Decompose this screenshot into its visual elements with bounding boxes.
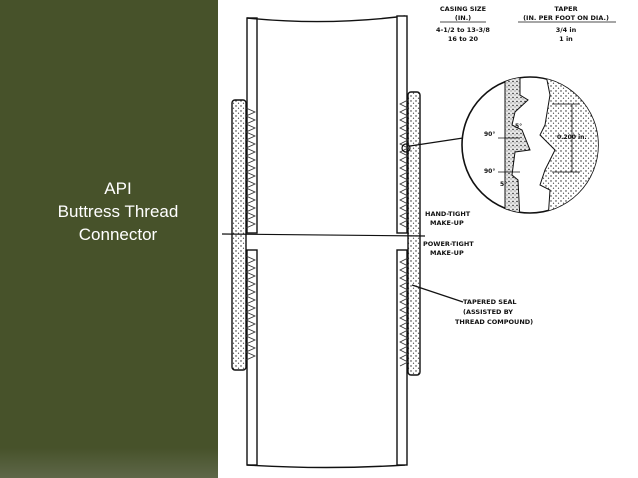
- col2-header: TAPER: [554, 5, 577, 13]
- right-pipe-lower-wall: [396, 249, 408, 466]
- seal-line2: (ASSISTED BY: [463, 308, 513, 316]
- taper-table: CASING SIZE (IN.) TAPER (IN. PER FOOT ON…: [436, 5, 616, 43]
- angle-top: 5°: [515, 123, 522, 130]
- make-up-line: [221, 233, 426, 237]
- angle-low: 90°: [484, 168, 495, 175]
- angle-mid: 90°: [484, 131, 495, 138]
- pitch-label: 0.200 in.: [557, 134, 587, 141]
- title-line-2: Buttress Thread: [57, 202, 179, 221]
- row2-taper: 1 in: [559, 35, 573, 43]
- thread-detail: 5° 90° 90° 5° 0.200 in.: [461, 76, 599, 214]
- col2-unit: (IN. PER FOOT ON DIA.): [523, 14, 609, 22]
- slide-title: API Buttress Thread Connector: [18, 177, 218, 246]
- hand-tight-line2: MAKE-UP: [430, 219, 464, 227]
- angle-bottom: 5°: [500, 181, 507, 188]
- hand-tight-line1: HAND-TIGHT: [425, 210, 471, 218]
- seal-line1: TAPERED SEAL: [463, 298, 517, 306]
- left-pipe-top-end: [246, 15, 406, 23]
- title-line-1: API: [104, 179, 132, 198]
- detail-marker: [401, 143, 411, 153]
- left-pipe-bottom-end: [246, 464, 406, 469]
- col1-unit: (IN.): [455, 14, 471, 22]
- title-line-3: Connector: [78, 225, 158, 244]
- row1-size: 4-1/2 to 13-3/8: [436, 26, 490, 34]
- connector-diagram: 5° 90° 90° 5° 0.200 in. CASING SIZE (IN.…: [221, 5, 616, 469]
- power-tight-line2: MAKE-UP: [430, 249, 464, 257]
- col1-header: CASING SIZE: [440, 5, 486, 13]
- seal-line3: THREAD COMPOUND): [455, 318, 533, 326]
- detail-leader: [409, 137, 464, 147]
- power-tight-line1: POWER-TIGHT: [423, 240, 474, 248]
- coupling-left: [231, 99, 256, 371]
- panel-bottom-band: [0, 448, 218, 478]
- title-panel: [0, 0, 218, 478]
- seal-leader: [411, 284, 464, 303]
- coupling-right: [399, 91, 421, 376]
- row1-taper: 3/4 in: [556, 26, 577, 34]
- right-pipe-upper-wall: [396, 15, 408, 234]
- row2-size: 16 to 20: [448, 35, 479, 43]
